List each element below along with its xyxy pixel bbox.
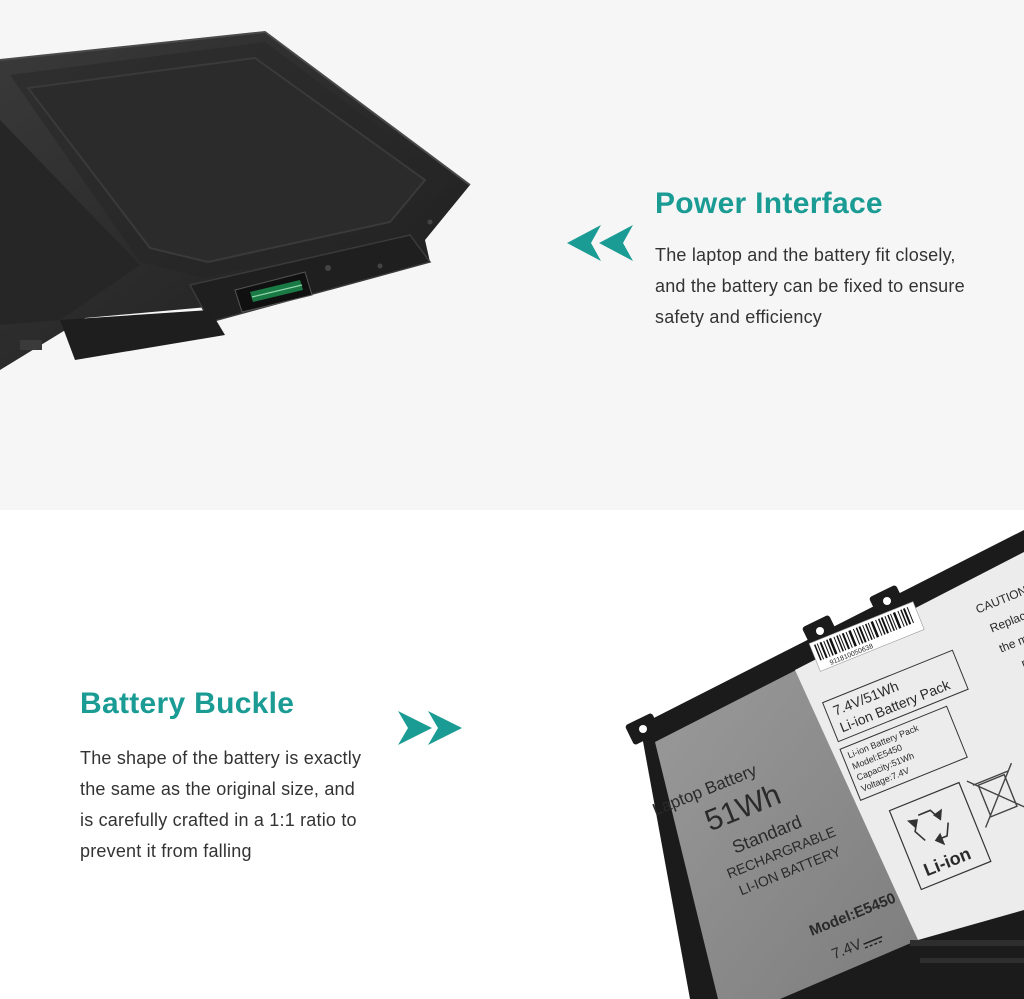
battery-buckle-line: the same as the original size, and — [80, 779, 355, 799]
weee-bin-icon — [966, 762, 1024, 828]
battery-label-photo: 911810050638 7.4V/51Wh Li-ion Battery Pa… — [625, 530, 1024, 999]
power-interface-description: The laptop and the battery fit closely, … — [655, 240, 1015, 333]
power-interface-line: safety and efficiency — [655, 307, 822, 327]
power-interface-line: and the battery can be fixed to ensure — [655, 276, 965, 296]
battery-buckle-line: is carefully crafted in a 1:1 ratio to — [80, 810, 357, 830]
battery-buckle-line: prevent it from falling — [80, 841, 252, 861]
power-interface-panel: Power Interface The laptop and the batte… — [0, 30, 1015, 370]
power-interface-line: The laptop and the battery fit closely, — [655, 245, 956, 265]
double-chevron-right-icon — [398, 709, 464, 747]
battery-buckle-title: Battery Buckle — [80, 687, 295, 720]
double-chevron-left-icon — [567, 223, 635, 263]
power-interface-title: Power Interface — [655, 187, 883, 220]
battery-buckle-panel: Battery Buckle The shape of the battery … — [0, 510, 1024, 999]
battery-connector-photo — [0, 30, 471, 370]
caution-text: ma — [1019, 651, 1024, 670]
recycle-icon — [906, 808, 949, 846]
battery-buckle-description: The shape of the battery is exactly the … — [80, 743, 400, 867]
power-connector — [234, 271, 313, 313]
battery-buckle-line: The shape of the battery is exactly — [80, 748, 362, 768]
mounting-tab — [625, 713, 661, 745]
